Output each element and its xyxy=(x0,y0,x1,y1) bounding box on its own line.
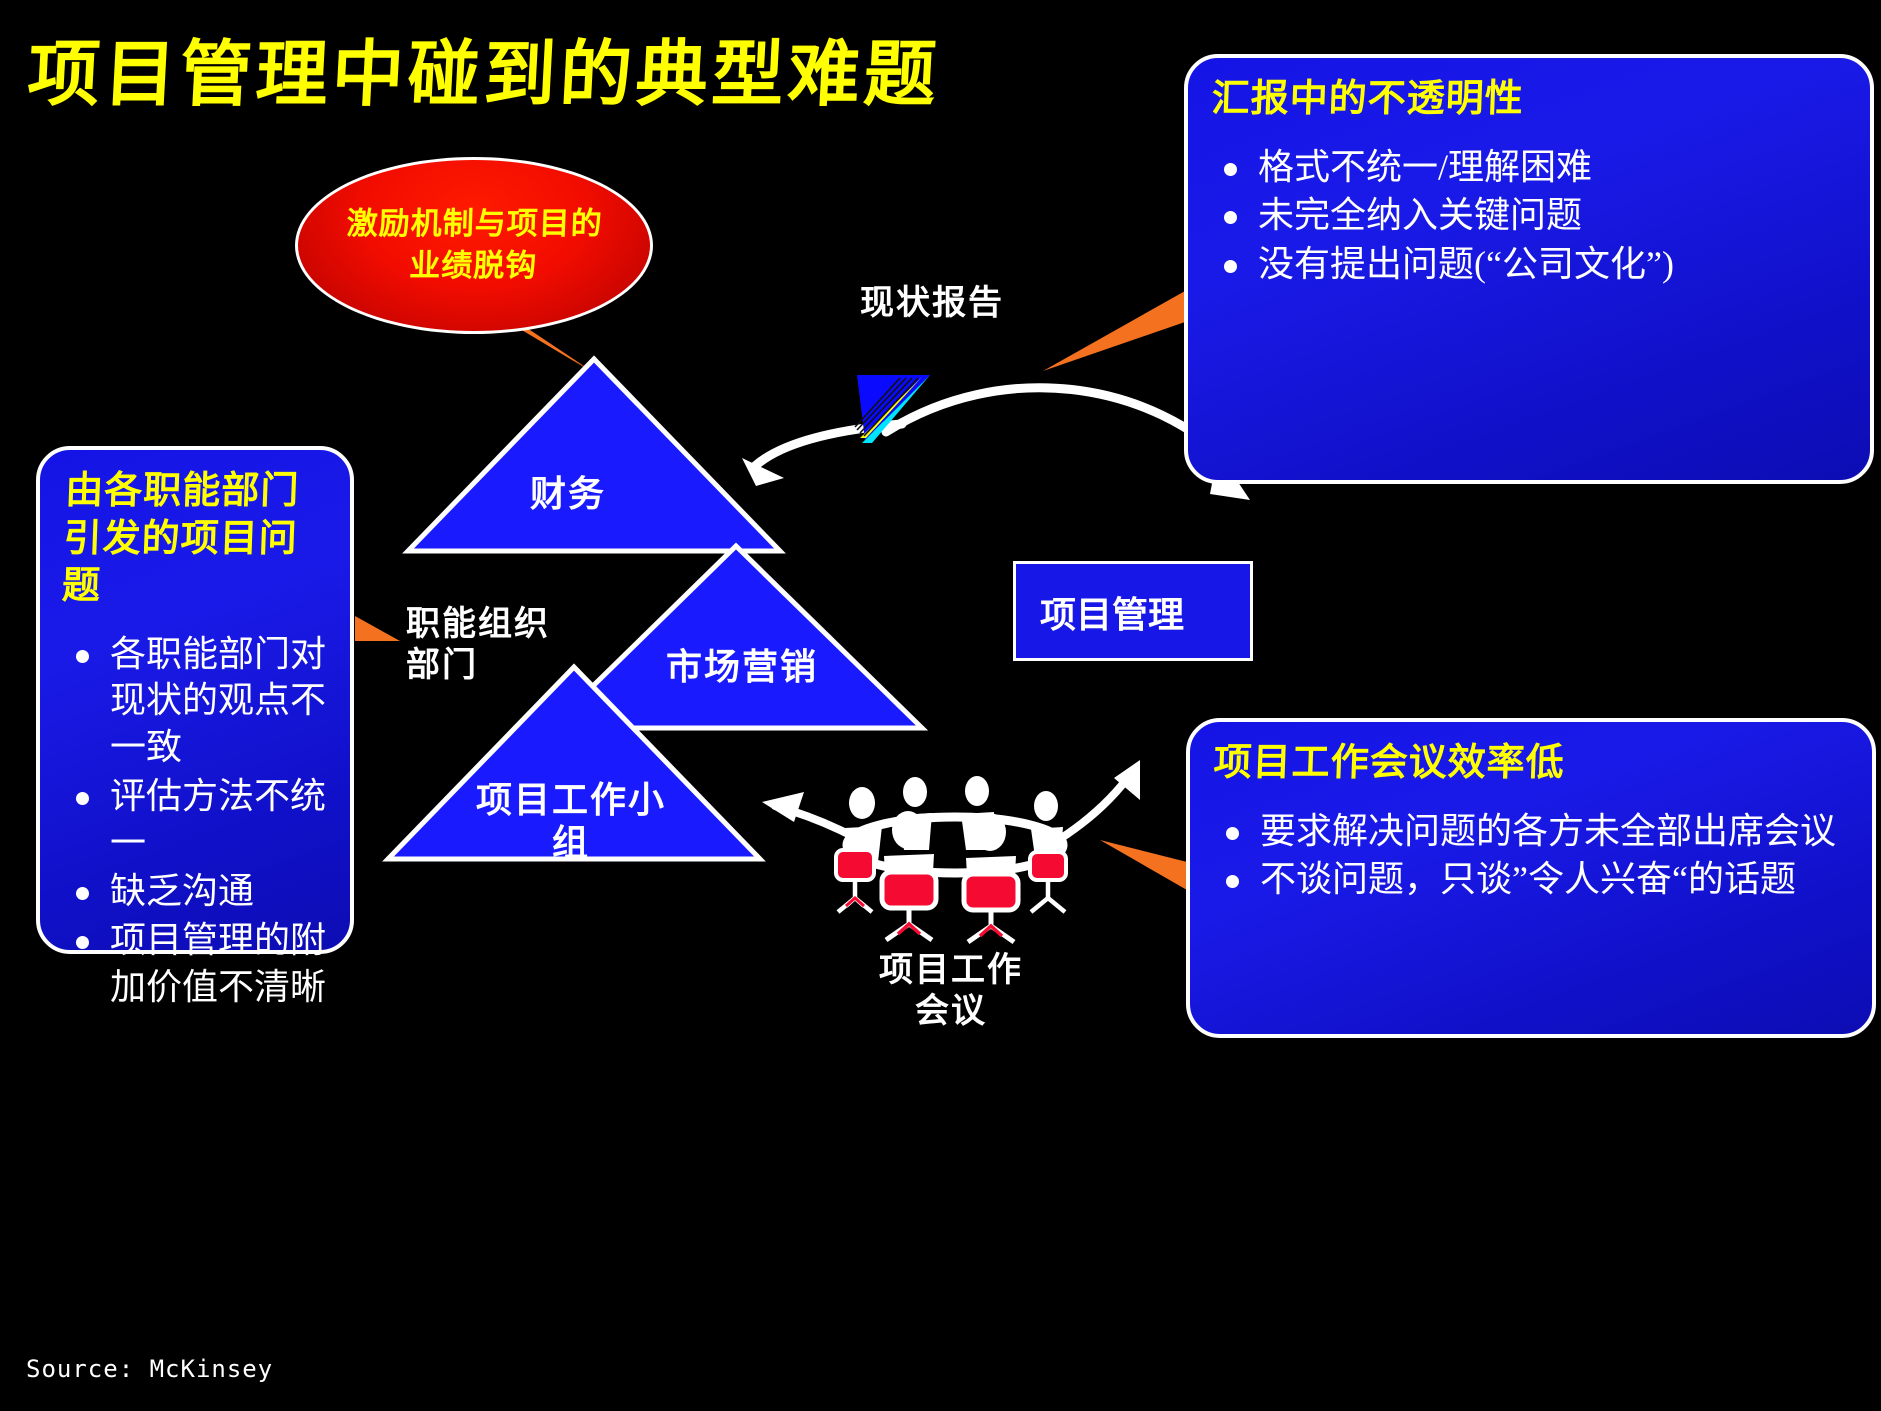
list-item: 没有提出问题(“公司文化”) xyxy=(1218,241,1852,288)
callout-meeting-efficiency[interactable]: 项目工作会议效率低 要求解决问题的各方未全部出席会议 不谈问题，只谈”令人兴奋“… xyxy=(1186,718,1876,1038)
list-item: 不谈问题，只谈”令人兴奋“的话题 xyxy=(1220,856,1854,903)
triangle-project-team[interactable]: 项目工作小 组 xyxy=(382,663,766,865)
callout-reporting-opacity-list: 格式不统一/理解困难 未完全纳入关键问题 没有提出问题(“公司文化”) xyxy=(1188,144,1870,288)
ellipse-line-1: 激励机制与项目的 xyxy=(346,205,604,242)
callout-incentive-ellipse[interactable]: 激励机制与项目的 业绩脱钩 xyxy=(295,157,653,334)
triangle-marketing-label: 市场营销 xyxy=(666,646,819,688)
callout-reporting-opacity[interactable]: 汇报中的不透明性 格式不统一/理解困难 未完全纳入关键问题 没有提出问题(“公司… xyxy=(1184,54,1874,484)
triangle-finance-label: 财务 xyxy=(530,473,607,515)
list-item: 未完全纳入关键问题 xyxy=(1218,192,1852,239)
callout-functional-issues-header: 由各职能部门引发的项目问题 xyxy=(61,467,301,607)
meeting-arrowhead-right xyxy=(1114,760,1140,800)
connector-leftbox-to-label xyxy=(355,616,400,641)
callout-functional-issues[interactable]: 由各职能部门引发的项目问题 各职能部门对现状的观点不一致 评估方法不统一 缺乏沟… xyxy=(36,446,354,1007)
callout-meeting-efficiency-header: 项目工作会议效率低 xyxy=(1212,739,1566,784)
list-item: 评估方法不统一 xyxy=(70,773,332,867)
label-status-report: 现状报告 xyxy=(860,283,1004,323)
list-item: 项目管理的附加价值不清晰 xyxy=(70,917,332,1011)
connector-meeting-to-box xyxy=(1100,840,1187,890)
triangle-marketing[interactable]: 市场营销 xyxy=(543,542,929,732)
ellipse-label: 激励机制与项目的 业绩脱钩 xyxy=(345,204,604,288)
list-item: 格式不统一/理解困难 xyxy=(1218,144,1852,191)
list-item: 缺乏沟通 xyxy=(70,868,332,915)
meeting-people-icon xyxy=(834,776,1068,945)
connector-report-to-box xyxy=(1043,291,1185,371)
label-project-meeting: 项目工作 会议 xyxy=(879,950,1023,1032)
meeting-arrow-left xyxy=(771,802,909,870)
list-item: 各职能部门对现状的观点不一致 xyxy=(70,631,332,771)
source-note: Source: McKinsey xyxy=(26,1355,274,1383)
callout-meeting-efficiency-list: 要求解决问题的各方未全部出席会议 不谈问题，只谈”令人兴奋“的话题 xyxy=(1190,808,1872,904)
label-functional-org: 职能组织 部门 xyxy=(406,604,550,686)
triangle-finance[interactable]: 财务 xyxy=(402,355,786,555)
callout-reporting-opacity-header: 汇报中的不透明性 xyxy=(1210,75,1525,120)
list-item: 要求解决问题的各方未全部出席会议 xyxy=(1220,808,1854,855)
prism-icon xyxy=(854,375,930,443)
ellipse-line-2: 业绩脱钩 xyxy=(408,247,538,284)
box-project-management[interactable]: 项目管理 xyxy=(1013,561,1253,661)
meeting-arrow-right xyxy=(1008,768,1136,870)
box-project-management-label: 项目管理 xyxy=(1040,594,1185,636)
meeting-arrowhead-left xyxy=(762,792,804,822)
triangle-project-team-label: 项目工作小 组 xyxy=(476,779,667,865)
callout-functional-issues-list: 各职能部门对现状的观点不一致 评估方法不统一 缺乏沟通 项目管理的附加价值不清晰 xyxy=(40,631,350,1011)
page-title: 项目管理中碰到的典型难题 xyxy=(25,31,943,116)
